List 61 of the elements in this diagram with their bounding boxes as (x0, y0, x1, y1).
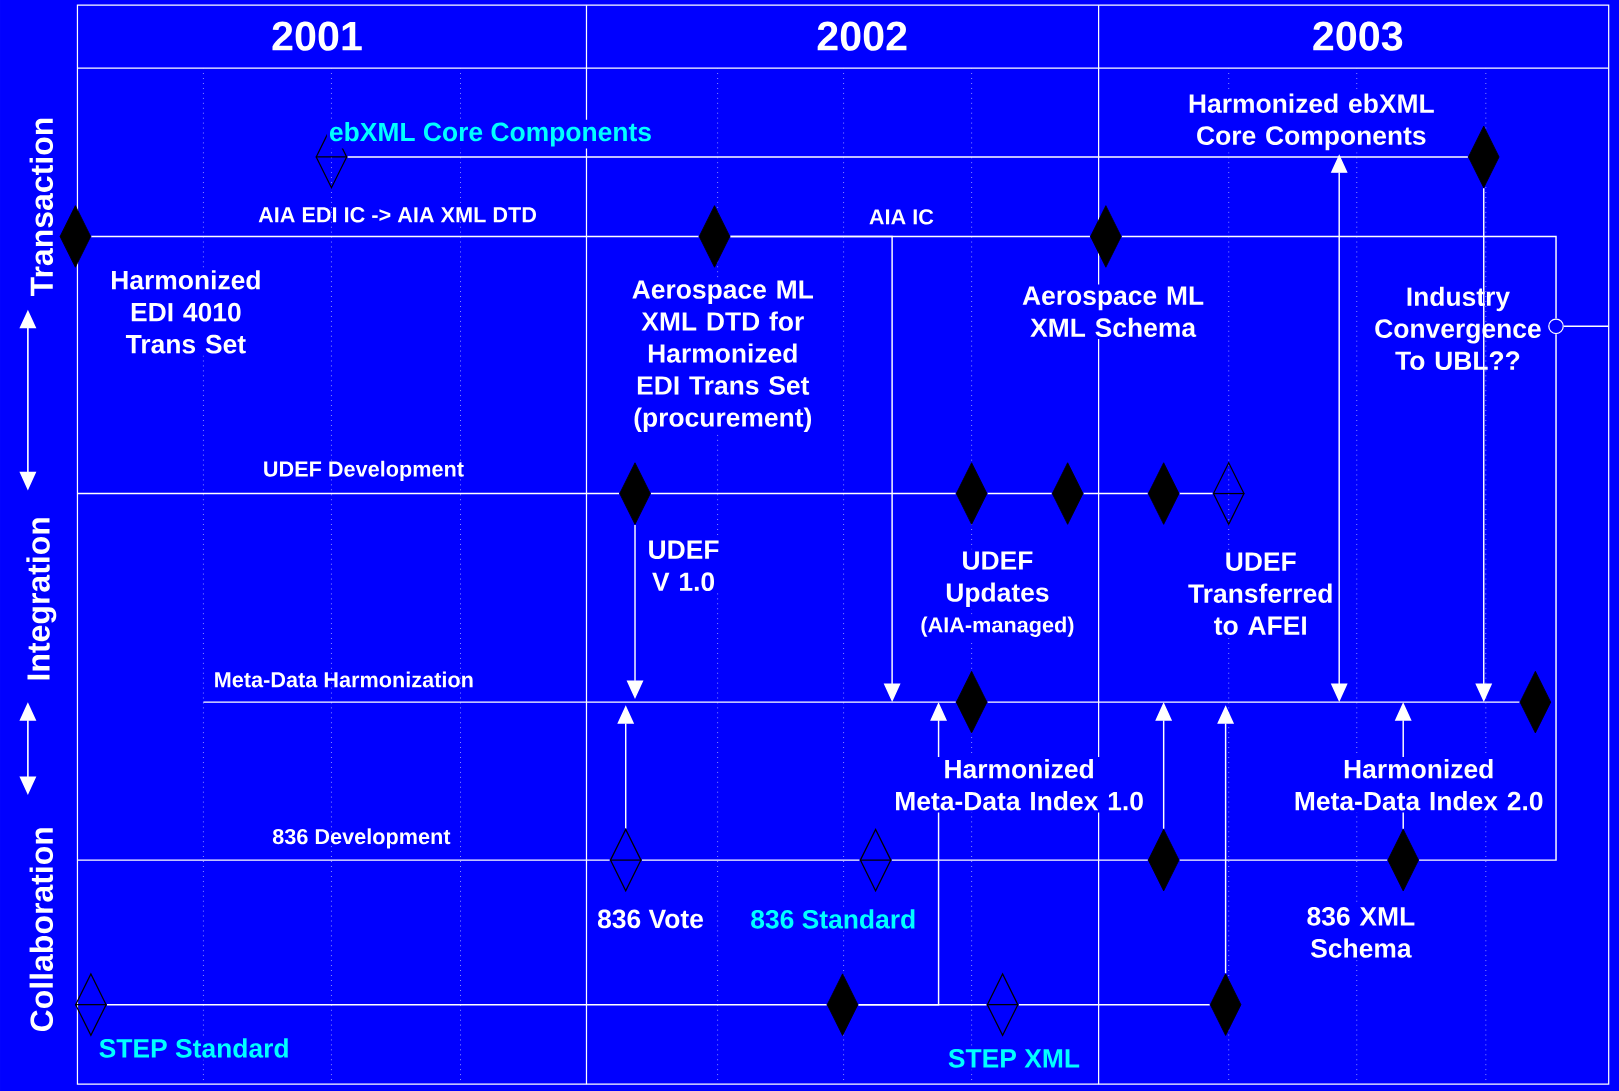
connector (986, 492, 1053, 495)
milestone: UDEF Transferred to AFEI (1184, 461, 1338, 637)
lane-label: Integration (24, 513, 59, 684)
node-label: Aerospace ML XML DTD for Harmonized EDI Trans Set (procurement) (632, 280, 813, 432)
milestone-label: Harmonized ebXML Core Components (1180, 91, 1443, 153)
connector (202, 701, 957, 703)
edge-label: Meta-Data Harmonization (215, 671, 473, 688)
milestone: Aerospace ML XML Schema (1012, 205, 1214, 339)
milestone (1548, 318, 1564, 334)
connector (890, 859, 1149, 861)
connector (76, 492, 620, 495)
edge-label: 836 Development (272, 828, 451, 849)
year-label: 2003 (1309, 19, 1406, 53)
lane-label: Collaboration (27, 823, 56, 1035)
connector (641, 859, 861, 861)
milestone: Harmonized Meta-Data Index 2.0 (1291, 670, 1552, 813)
node-label: 836 Vote (597, 909, 703, 929)
connector (1082, 492, 1149, 495)
milestone (1468, 125, 1500, 188)
milestone: STEP XML (945, 972, 1083, 1070)
year-label: 2001 (269, 19, 365, 53)
node-label: UDEF V 1.0 (649, 540, 719, 591)
milestone: STEP Standard (74, 972, 292, 1060)
connector (986, 701, 1521, 703)
milestone (1147, 828, 1180, 892)
connector (650, 492, 957, 495)
connector (76, 859, 611, 861)
node-label: 836 Standard (751, 909, 915, 929)
connector (106, 1003, 828, 1006)
milestone: 836 Vote (595, 827, 706, 931)
connector (1563, 325, 1610, 327)
connector (1178, 492, 1214, 495)
milestone (1051, 462, 1084, 525)
node-label: Harmonized Meta-Data Index 1.0 (896, 758, 1143, 811)
milestone (1209, 973, 1242, 1036)
milestone: Aerospace ML XML DTD for Harmonized EDI Trans Set (procurement) (625, 205, 820, 434)
node-label: ebXML Core Components (329, 121, 651, 147)
edge-label: AIA IC (869, 209, 934, 225)
connector (1121, 235, 1557, 319)
node-label: STEP XML (948, 1048, 1080, 1068)
node-label: Harmonized Meta-Data Index 2.0 (1295, 758, 1543, 811)
milestone: ebXML Core Components (315, 119, 655, 189)
milestone: UDEF V 1.0 (619, 462, 727, 593)
edge-label: UDEF Development (264, 460, 464, 481)
connector (1017, 1003, 1211, 1006)
milestone (826, 973, 859, 1036)
node-label: Harmonized EDI 4010 Trans Set (112, 269, 260, 354)
year-label: 2002 (814, 19, 911, 53)
milestone: 836 Standard (748, 827, 919, 931)
milestone: 836 XML Schema (1272, 828, 1450, 960)
milestone: Harmonized Meta-Data Index 1.0 (889, 670, 1150, 813)
connector (346, 156, 1469, 158)
connector (1418, 333, 1557, 861)
node-label: 836 XML Schema (1307, 906, 1415, 958)
lane-label: Transaction (27, 114, 56, 299)
node-label: UDEF Transferred to AFEI (1188, 552, 1332, 635)
connector (1178, 859, 1389, 861)
node-label: STEP Standard (99, 1038, 288, 1058)
milestone (1147, 462, 1180, 525)
connector (90, 235, 700, 237)
node-label: Aerospace ML XML Schema (1022, 286, 1204, 337)
